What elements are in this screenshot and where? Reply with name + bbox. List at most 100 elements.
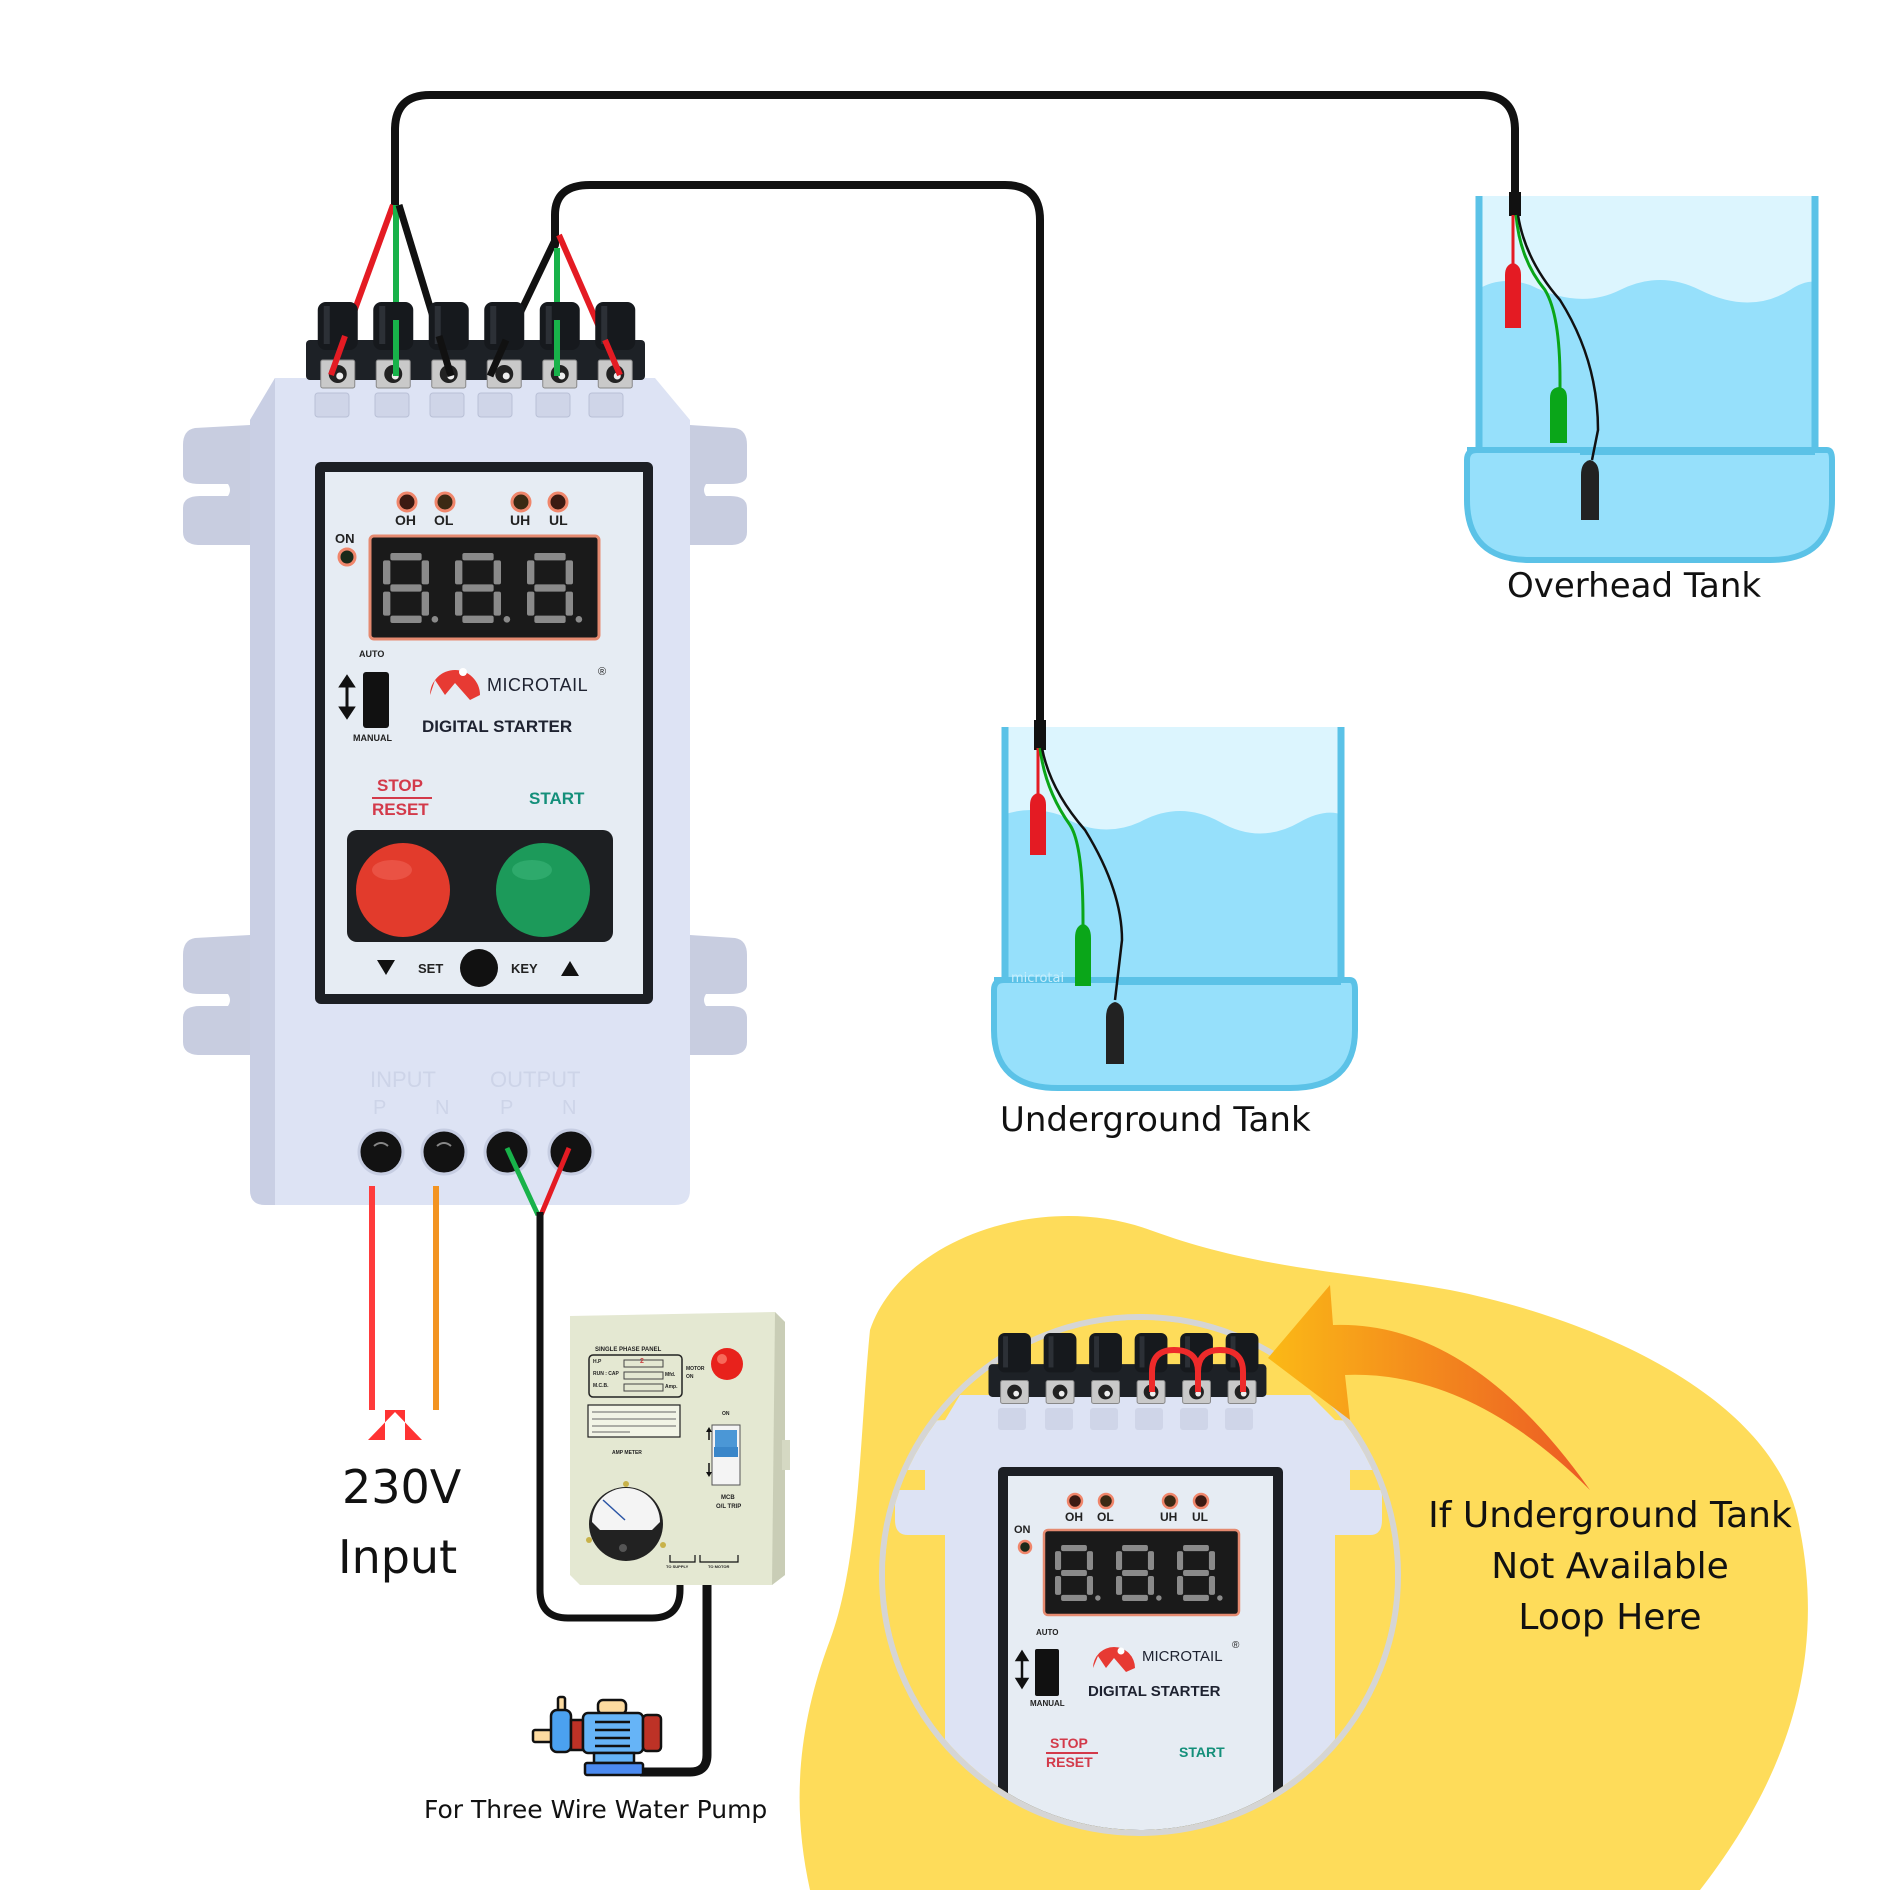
output-label: OUTPUT (490, 1067, 581, 1092)
callout-auto-label: AUTO (1036, 1628, 1059, 1637)
sensor-terminal-block (306, 302, 645, 389)
output-wire-green (504, 1146, 541, 1217)
set-label: SET (418, 961, 444, 976)
single-phase-panel (570, 1312, 790, 1585)
display-digit (383, 553, 439, 623)
callout-line-3: Loop Here (1518, 1597, 1702, 1638)
callout-registered-mark: ® (1232, 1640, 1240, 1651)
start-button[interactable] (496, 843, 590, 937)
terminal-output-n[interactable] (547, 1128, 595, 1176)
panel-supply-cable (536, 1212, 684, 1622)
underground-probes (1030, 720, 1124, 1064)
sensor-terminal[interactable] (998, 1333, 1031, 1405)
overhead-tank (1464, 196, 1835, 563)
sensor-terminal[interactable] (484, 302, 525, 389)
callout-reset-label: RESET (1046, 1754, 1093, 1770)
manual-label: MANUAL (353, 733, 392, 743)
display-digit (455, 553, 511, 623)
overhead-cable (391, 91, 1519, 219)
on-label: ON (335, 531, 355, 546)
display-digits (383, 553, 583, 623)
underground-tank (991, 727, 1358, 1091)
sensor-terminal[interactable] (317, 302, 358, 389)
display-digit (1177, 1545, 1223, 1601)
input-arrow-icon (368, 1410, 422, 1440)
led-label-ul: UL (549, 512, 568, 528)
terminal-reflections (314, 392, 624, 418)
terminal-input-p[interactable] (357, 1128, 405, 1176)
callout-line-2: Not Available (1491, 1546, 1729, 1587)
panel-row-mcb: M.C.B. (593, 1383, 609, 1389)
mcb-label: MCB (721, 1495, 735, 1501)
stop-label: STOP (377, 776, 423, 795)
panel-row-hp: H.P (593, 1359, 602, 1365)
led-uh (510, 491, 532, 513)
probe-red (1505, 263, 1521, 328)
callout-led-label-uh: UH (1160, 1510, 1178, 1524)
stop-reset-button[interactable] (356, 843, 450, 937)
input-n-label: N (435, 1097, 450, 1119)
set-key-button[interactable] (460, 949, 498, 987)
brand-name: MICROTAIL (487, 675, 589, 695)
callout-manual-label: MANUAL (1030, 1699, 1065, 1708)
probe-green (1075, 924, 1091, 986)
display-digit (527, 553, 583, 623)
input-label: INPUT (370, 1067, 436, 1092)
amp-meter-label: AMP METER (612, 1450, 642, 1456)
microtail-logo-icon (430, 668, 480, 700)
callout-led-label-oh: OH (1065, 1510, 1083, 1524)
callout-device-zoom (885, 1320, 1395, 1830)
input-p-label: P (373, 1097, 387, 1119)
loop-wire (1149, 1346, 1246, 1392)
input-text-label: Input (338, 1530, 458, 1584)
stop-reset-divider (372, 797, 432, 799)
callout-on-label: ON (1014, 1524, 1031, 1536)
callout-stop-divider (1046, 1752, 1098, 1754)
sensor-terminal[interactable] (595, 302, 636, 389)
supply-label: TO SUPPLY (666, 1564, 689, 1569)
key-label: KEY (511, 961, 538, 976)
underground-watermark: microtai (1011, 971, 1065, 986)
water-pump-icon (531, 1695, 663, 1777)
panel-title: SINGLE PHASE PANEL (595, 1347, 662, 1353)
sensor-terminal[interactable] (1089, 1333, 1122, 1405)
mount-ear-left-bottom (183, 935, 250, 1055)
product-name: DIGITAL STARTER (422, 717, 573, 736)
callout-stop-label: STOP (1050, 1735, 1088, 1751)
callout-arrow-icon (1268, 1285, 1590, 1490)
mount-ear-right-bottom (690, 935, 747, 1055)
sensor-terminal[interactable] (1043, 1333, 1077, 1405)
display-digit (1116, 1545, 1162, 1601)
voltage-label: 230V (342, 1460, 462, 1514)
led-ol (434, 491, 456, 513)
sensor-terminal[interactable] (1225, 1333, 1259, 1405)
callout-line-1: If Underground Tank (1428, 1495, 1792, 1536)
mcb-trip-label: O/L TRIP (716, 1504, 742, 1510)
led-label-uh: UH (510, 512, 531, 528)
panel-rating-box (588, 1354, 683, 1398)
callout-text: If Underground Tank Not Available Loop H… (1410, 1490, 1810, 1643)
probe-black (1106, 1002, 1124, 1064)
pump-label: For Three Wire Water Pump (424, 1795, 768, 1824)
auto-manual-switch[interactable] (363, 672, 389, 728)
auto-label: AUTO (359, 649, 385, 659)
overhead-probes (1505, 192, 1600, 520)
panel-row-cap-unit: Mfd. (665, 1372, 676, 1378)
output-n-label: N (562, 1097, 577, 1119)
mount-ear-right-top (690, 425, 747, 545)
underground-cable (551, 181, 1044, 759)
terminal-input-n[interactable] (420, 1128, 468, 1176)
reset-label: RESET (372, 800, 429, 819)
led-oh (396, 491, 418, 513)
digital-starter (183, 378, 747, 1205)
status-leds (337, 491, 569, 567)
led-on (337, 547, 357, 567)
callout-led-label-ul: UL (1192, 1510, 1208, 1524)
motor-on-label: MOTOR ON (686, 1366, 705, 1380)
down-arrow-icon (377, 960, 395, 975)
probe-red (1030, 793, 1046, 855)
callout-product-name: DIGITAL STARTER (1088, 1683, 1221, 1700)
probe-black (1581, 460, 1599, 520)
pump-cable (640, 1548, 712, 1777)
